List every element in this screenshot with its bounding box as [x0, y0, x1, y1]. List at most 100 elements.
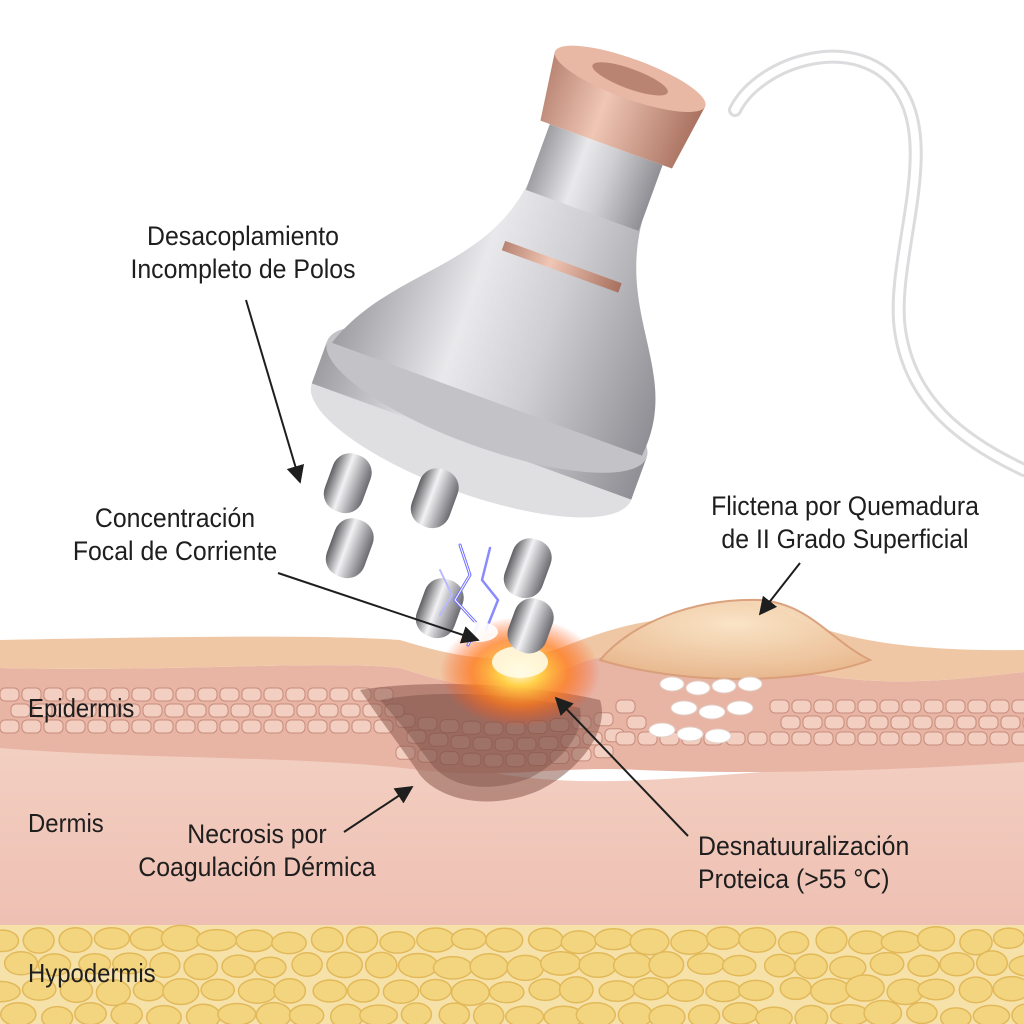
- fat-cell: [271, 931, 307, 955]
- fat-cell: [111, 952, 148, 975]
- label-line: Concentración: [94, 503, 256, 533]
- fat-cell: [74, 1001, 107, 1024]
- fat-cell: [917, 978, 955, 1001]
- epidermis-cell: [791, 731, 812, 746]
- fat-cell: [705, 980, 742, 1003]
- fat-cell: [485, 927, 524, 953]
- fat-cell: [59, 977, 94, 1004]
- epidermis-cell: [868, 715, 889, 730]
- fat-cell: [397, 952, 439, 979]
- fat-cell: [863, 999, 903, 1024]
- epidermis-cell: [43, 687, 64, 702]
- fat-cell: [705, 926, 741, 950]
- fat-cells: [0, 924, 1024, 1024]
- fat-cell: [432, 955, 473, 980]
- label-line: de II Grado Superficial: [721, 524, 969, 554]
- fat-cell: [670, 929, 710, 955]
- epidermis-cell: [109, 719, 130, 734]
- fat-cell: [469, 953, 509, 980]
- fat-cell: [939, 1007, 972, 1024]
- fat-cell: [558, 976, 594, 1004]
- epidermis-cell: [967, 699, 988, 714]
- fat-cell: [450, 928, 487, 951]
- fat-cell: [200, 978, 236, 1002]
- epidermis-cell: [890, 715, 911, 730]
- epidermis-cell: [175, 719, 196, 734]
- fat-cell: [110, 1002, 143, 1024]
- fat-cell: [594, 928, 634, 951]
- fat-cell: [560, 930, 597, 955]
- epidermis-cell: [175, 687, 196, 702]
- fat-cell: [95, 979, 131, 1007]
- fat-cell: [906, 1001, 938, 1024]
- cable: [728, 49, 1024, 477]
- epidermis-cell: [0, 687, 20, 702]
- epidermis-cell: [615, 731, 636, 746]
- epidermis-cell: [241, 687, 262, 702]
- fat-cell: [939, 952, 975, 977]
- fat-cell: [326, 951, 364, 979]
- epidermis-cell: [219, 719, 240, 734]
- fat-cell: [666, 979, 705, 1002]
- epidermis-cell: [340, 703, 361, 718]
- label-line: Focal de Corriente: [72, 536, 278, 566]
- layer-label-epidermis: Epidermis: [28, 693, 135, 723]
- fat-cell: [578, 951, 618, 979]
- label-line: Coagulación Dérmica: [138, 852, 376, 882]
- arrow-denaturation: [554, 696, 689, 837]
- fat-cell: [416, 927, 456, 953]
- epidermis-cell: [879, 731, 900, 746]
- fat-cell: [848, 930, 886, 955]
- fat-cell: [93, 926, 131, 950]
- fat-cell: [527, 927, 564, 952]
- fat-cell: [975, 950, 1009, 977]
- fat-cell: [598, 980, 636, 1003]
- epidermis-cell: [142, 703, 163, 718]
- fat-cell: [1008, 955, 1024, 977]
- fat-cell: [648, 1004, 686, 1024]
- layer-label-dermis: Dermis: [28, 808, 104, 838]
- epidermis-cell: [835, 731, 856, 746]
- epidermis-cell: [87, 719, 108, 734]
- epidermis-cell: [131, 719, 152, 734]
- fat-cell: [777, 930, 810, 955]
- label-line: Necrosis por: [187, 819, 327, 849]
- label-line: Desnatuuralización: [698, 831, 910, 861]
- fat-cell: [145, 1004, 182, 1024]
- fat-cell: [1011, 1003, 1024, 1024]
- arrow-pole-decoupling: [245, 299, 305, 484]
- epidermis-cell: [956, 715, 977, 730]
- fat-cell: [196, 928, 238, 952]
- fat-cell: [400, 1002, 433, 1024]
- fat-cell: [829, 1003, 870, 1024]
- epidermis-cell: [219, 687, 240, 702]
- epidermis-cell: [186, 703, 207, 718]
- epidermis-cell: [934, 715, 955, 730]
- fat-cell: [183, 953, 219, 981]
- blister-detached-cells: [648, 676, 763, 744]
- blister: [598, 598, 873, 680]
- fat-cell: [505, 1005, 545, 1024]
- epidermis-cell: [65, 687, 86, 702]
- label-line: Incompleto de Polos: [130, 254, 356, 284]
- fat-cell: [869, 951, 905, 976]
- fat-cell: [686, 952, 726, 976]
- fat-cell: [438, 1002, 471, 1024]
- label-current-concentration: Concentración Focal de Corriente: [42, 502, 309, 568]
- fat-cell: [721, 954, 757, 977]
- epidermis-cell: [153, 687, 174, 702]
- arrow-blister: [758, 562, 801, 616]
- epidermis-cell: [87, 687, 108, 702]
- fat-cell: [345, 926, 379, 954]
- epidermis-cell: [802, 715, 823, 730]
- epidermis-cell: [318, 703, 339, 718]
- fat-cell: [129, 926, 167, 952]
- epidermis-cell: [98, 703, 119, 718]
- radiofrequency-handpiece-icon: [310, 45, 706, 518]
- epidermis-cell: [747, 731, 768, 746]
- epidermis-cell: [241, 719, 262, 734]
- fat-cell: [738, 927, 777, 953]
- epidermis-cell: [307, 687, 328, 702]
